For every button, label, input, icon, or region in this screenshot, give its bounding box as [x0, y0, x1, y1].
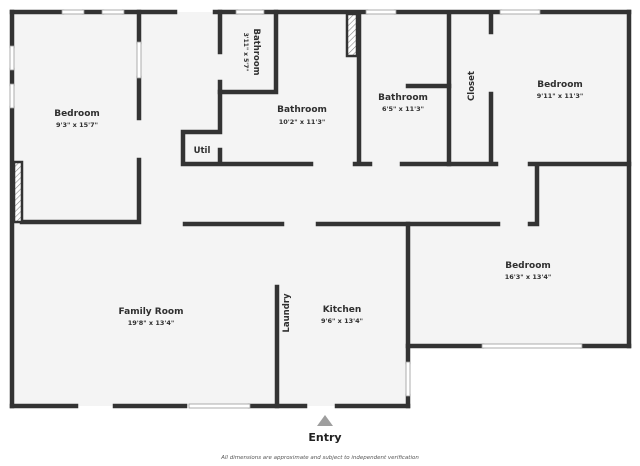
room-dimensions: 19'8" x 13'4"	[128, 319, 175, 327]
windows	[9, 9, 583, 409]
room-util: Util	[194, 146, 211, 156]
room-name: Util	[194, 146, 211, 156]
room-dimensions: 9'6" x 13'4"	[321, 317, 363, 325]
room-dimensions: 9'11" x 11'3"	[537, 92, 584, 100]
room-name: Family Room	[119, 307, 184, 317]
hatched-column-west	[12, 160, 24, 224]
room-bathroom-ne: Bathroom 6'5" x 11'3"	[378, 93, 428, 113]
room-dimensions: 3'11" x 5'7"	[242, 33, 249, 72]
room-name: Bedroom	[537, 80, 583, 90]
room-bathroom-small: Bathroom 3'11" x 5'7"	[242, 28, 261, 75]
room-name: Closet	[467, 71, 477, 101]
floor-area	[12, 12, 629, 406]
room-bathroom-center: Bathroom 10'2" x 11'3"	[277, 105, 327, 126]
room-laundry: Laundry	[282, 293, 292, 333]
room-name: Bathroom	[251, 28, 261, 75]
room-name: Bedroom	[54, 109, 100, 119]
room-closet: Closet	[467, 71, 477, 101]
room-dimensions: 10'2" x 11'3"	[279, 118, 326, 126]
room-dimensions: 16'3" x 13'4"	[505, 273, 552, 281]
walls	[9, 9, 632, 409]
room-name: Bathroom	[378, 93, 428, 103]
triangle-up-icon	[317, 415, 333, 426]
room-bedroom-se: Bedroom 16'3" x 13'4"	[505, 261, 552, 281]
room-name: Bedroom	[505, 261, 551, 271]
hatched-column-north	[345, 12, 359, 58]
room-bedroom-nw: Bedroom 9'3" x 15'7"	[54, 109, 100, 129]
room-family-room: Family Room 19'8" x 13'4"	[119, 307, 184, 327]
room-bedroom-ne: Bedroom 9'11" x 11'3"	[537, 80, 584, 100]
room-name: Bathroom	[277, 105, 327, 115]
disclaimer-text: All dimensions are approximate and subje…	[221, 455, 419, 461]
room-name: Laundry	[282, 293, 292, 333]
room-dimensions: 9'3" x 15'7"	[56, 121, 98, 129]
room-name: Kitchen	[323, 305, 362, 315]
room-dimensions: 6'5" x 11'3"	[382, 105, 424, 113]
entry-label: Entry	[308, 431, 342, 444]
room-kitchen: Kitchen 9'6" x 13'4"	[321, 305, 363, 325]
